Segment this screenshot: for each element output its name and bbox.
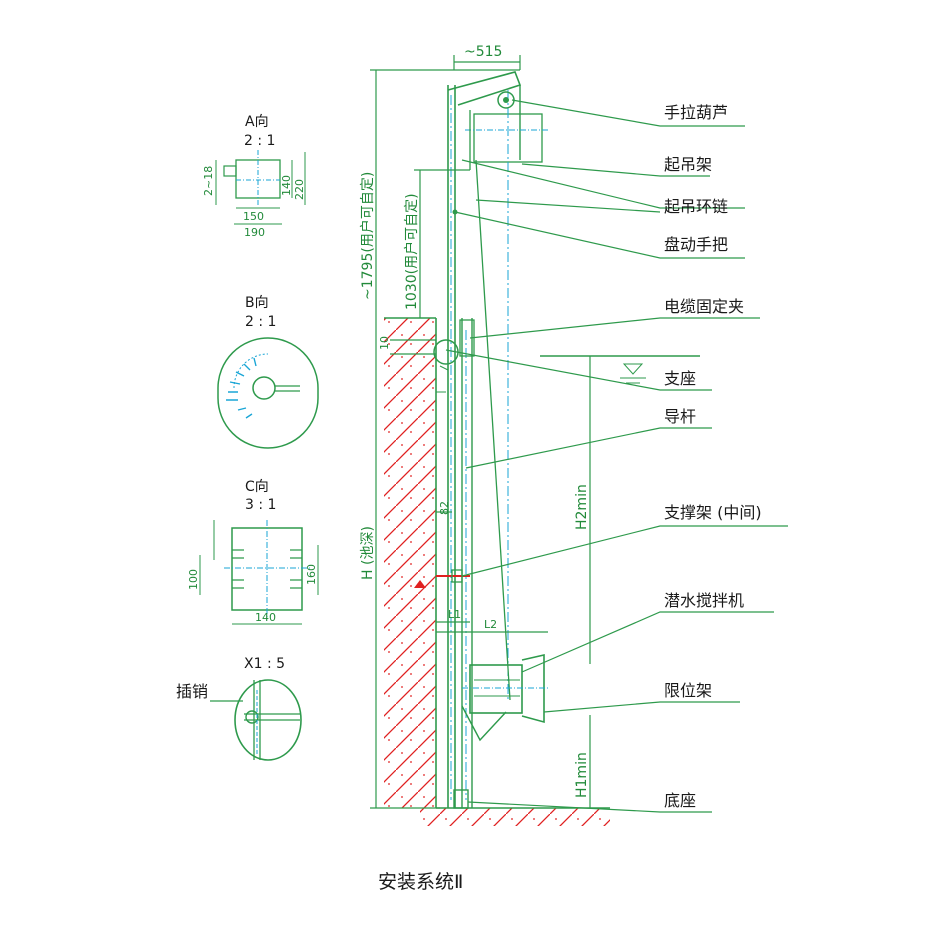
view-c-dim-1: 100: [187, 569, 200, 590]
view-a-scale: 2 : 1: [244, 133, 275, 149]
callout-handle: 盘动手把: [664, 235, 728, 254]
view-a: A向 2 : 1 2~18 140 220 150 190: [202, 114, 306, 239]
view-c-dim-3: 140: [255, 611, 276, 624]
view-c: C向 3 : 1 100 160 140: [187, 479, 319, 625]
view-a-title: A向: [245, 114, 269, 130]
callout-limit-frame: 限位架: [664, 681, 712, 700]
pool-wall: [384, 317, 610, 826]
dim-l1: L1: [448, 608, 461, 621]
dim-small-10: 10: [378, 336, 391, 350]
view-b-title: B向: [245, 295, 269, 311]
view-a-dim-5: 190: [244, 226, 265, 239]
callout-hoist: 手拉葫芦: [664, 103, 728, 122]
view-b: B向 2 : 1: [217, 295, 319, 449]
dim-small-82: 82: [438, 501, 451, 515]
callout-guide-rod: 导杆: [664, 407, 696, 426]
pin-label: 插销: [176, 682, 208, 701]
dim-h1: H1min: [574, 752, 590, 798]
view-x: X1 : 5 插销: [176, 656, 302, 761]
dimension-lines: [370, 55, 591, 809]
view-c-title: C向: [245, 479, 269, 495]
dim-pool-depth: H (池深): [360, 526, 376, 580]
callout-mid-bracket: 支撑架 (中间): [664, 503, 762, 522]
view-x-title: X1 : 5: [244, 656, 285, 672]
callout-lifting-frame: 起吊架: [664, 155, 712, 174]
diagram-title: 安装系统Ⅱ: [378, 871, 463, 893]
dim-height-upper: 1030(用户可自定): [403, 193, 420, 310]
view-a-dim-2: 140: [280, 175, 293, 196]
callout-base: 底座: [664, 791, 696, 810]
view-c-dim-2: 160: [305, 564, 318, 585]
leader-lines: [445, 99, 788, 813]
view-a-dim-1: 2~18: [202, 166, 215, 196]
callout-chain: 起吊环链: [664, 197, 728, 216]
view-b-scale: 2 : 1: [245, 314, 276, 330]
dim-width-top: ~515: [464, 44, 502, 60]
view-a-dim-4: 150: [243, 210, 264, 223]
callout-support-seat: 支座: [664, 369, 696, 388]
view-a-dim-3: 220: [293, 179, 306, 200]
callout-mixer: 潜水搅拌机: [664, 591, 744, 610]
guide-assembly: [414, 71, 700, 809]
dim-h2: H2min: [574, 484, 590, 530]
callout-cable-clamp: 电缆固定夹: [664, 297, 744, 316]
dim-l2: L2: [484, 618, 497, 631]
view-c-scale: 3 : 1: [245, 497, 276, 513]
dim-height-total: ~1795(用户可自定): [359, 172, 376, 300]
